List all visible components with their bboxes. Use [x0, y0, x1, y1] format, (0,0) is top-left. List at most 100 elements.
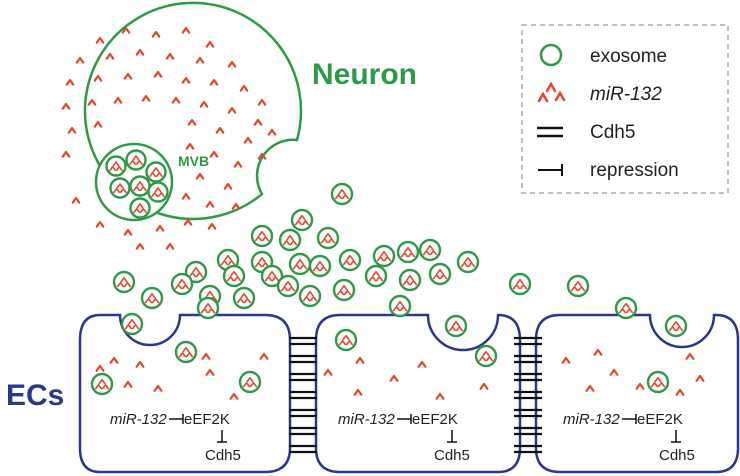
mirna-mark [561, 356, 571, 364]
cdh5-junction [514, 426, 542, 436]
mirna-mark [61, 102, 71, 110]
exosome [330, 182, 354, 206]
exosome [278, 228, 302, 252]
mirna-mark [223, 182, 233, 190]
mirna-mark [435, 392, 445, 400]
exosome [388, 294, 412, 318]
exosome [125, 149, 147, 171]
exosome [170, 272, 194, 296]
exosome [174, 340, 198, 364]
mirna-mark [183, 218, 193, 226]
mirna-mark [165, 242, 175, 250]
exosome [112, 270, 136, 294]
cdh5-junction [289, 372, 317, 382]
exosome [398, 268, 422, 292]
mirna-mark [353, 388, 363, 396]
mirna-mark [123, 380, 133, 388]
mirna-mark [199, 100, 209, 108]
pathway-target-label: eEF2K [412, 411, 458, 428]
mirna-mark [239, 84, 249, 92]
mvb-label: MVB [178, 153, 209, 169]
cdh5-junction [514, 390, 542, 400]
exosome [120, 312, 144, 336]
exosome [196, 296, 220, 320]
mirna-mark [479, 382, 489, 390]
exosome [334, 328, 358, 352]
exosome [260, 264, 284, 288]
mirna-mark [695, 374, 705, 382]
ecs-label: ECs [6, 379, 64, 412]
exosome [508, 272, 532, 296]
pathway-target-label: eEF2K [637, 411, 683, 428]
exosome [474, 344, 498, 368]
mirna-mark [227, 106, 237, 114]
exosome [290, 208, 314, 232]
pathway-mirna-label: miR-132 [338, 411, 395, 428]
mvb-exosome-group [105, 149, 169, 219]
mirna-mark [585, 384, 595, 392]
exosome [105, 155, 127, 177]
exosome [316, 226, 340, 250]
exosome [147, 181, 169, 203]
mirna-mark [181, 26, 191, 34]
mirna-mark [205, 40, 215, 48]
mirna-mark [87, 98, 97, 106]
mirna-mark [231, 202, 241, 210]
mirna-mark [65, 78, 75, 86]
exosome [184, 260, 208, 284]
pathway-mirna-label: miR-132 [563, 411, 620, 428]
mirna-mark [113, 96, 123, 104]
mirna-mark [195, 56, 205, 64]
exosome [129, 175, 151, 197]
mirna-mark [95, 36, 105, 44]
mirna-mark [95, 220, 105, 228]
mirna-mark [209, 78, 219, 86]
exosome [566, 274, 590, 298]
neuron-label: Neuron [312, 58, 417, 91]
mirna-mark [195, 172, 205, 180]
cdh5-junction [289, 390, 317, 400]
exosome [145, 161, 167, 183]
cdh5-junction [289, 426, 317, 436]
mirna-mark [105, 52, 115, 60]
cdh5-junction [289, 408, 317, 418]
cdh5-junction [289, 444, 317, 454]
endothelial-cell-3 [534, 313, 740, 474]
neuron-mirna-group [61, 26, 277, 250]
legend-cdh5-icon [537, 126, 563, 138]
legend-repression-icon [538, 164, 563, 176]
legend-exosome-icon [539, 43, 563, 67]
exosome [109, 177, 131, 199]
mirna-mark [93, 120, 103, 128]
mirna-mark [71, 196, 81, 204]
exosome [129, 197, 151, 219]
mirna-mark [93, 74, 103, 82]
exosome [444, 314, 468, 338]
mirna-mark [635, 382, 645, 390]
mirna-mark [233, 160, 243, 168]
mirna-mark [153, 70, 163, 78]
mirna-mark [135, 48, 145, 56]
mirna-mark [153, 384, 163, 392]
exosome [418, 238, 442, 262]
mirna-mark [593, 348, 603, 356]
mirna-mark [67, 126, 77, 134]
exosome [332, 278, 356, 302]
mirna-mark [259, 352, 269, 360]
mirna-mark [109, 356, 119, 364]
mirna-mark [207, 222, 217, 230]
pathway-gene-label: Cdh5 [434, 447, 470, 464]
mirna-mark [123, 72, 133, 80]
mirna-mark [257, 98, 267, 106]
exosome [308, 254, 332, 278]
mirna-mark [181, 76, 191, 84]
mirna-mark [181, 192, 191, 200]
legend-mirna-icon [537, 81, 566, 103]
cdh5-junction [514, 372, 542, 382]
exosome [298, 284, 322, 308]
free-exosome-group [90, 182, 688, 396]
mirna-mark [61, 150, 71, 158]
mirna-mark [95, 364, 105, 372]
mirna-mark [209, 150, 219, 158]
exosome [396, 240, 420, 264]
